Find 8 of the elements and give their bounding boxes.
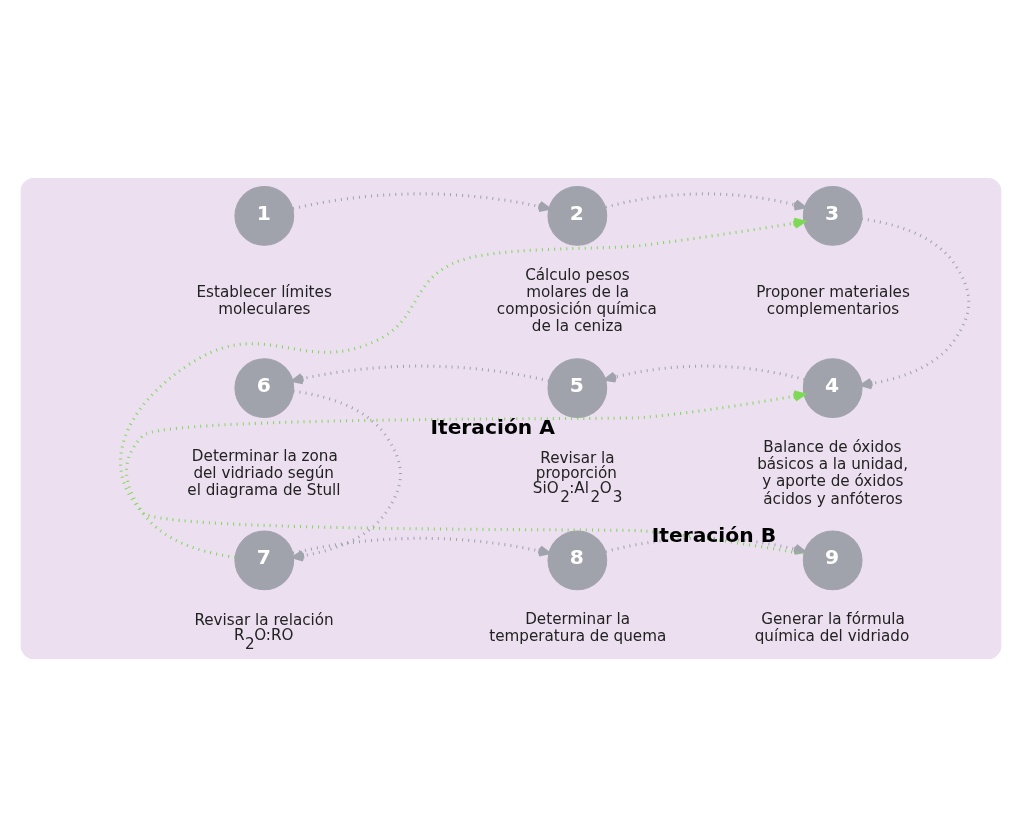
edge-label: Iteración B [651, 522, 776, 547]
node-label: Determinar la zona del vidriado según el diagrama de Stull [186, 446, 340, 499]
node-label: Balance de óxidos básicos a la unidad, y aporte de óxidos ácidos y anfóteros [756, 437, 908, 508]
node-label: Determinar la temperatura de quema [488, 609, 666, 645]
node-label: Establecer límites moleculares [195, 282, 332, 318]
node-label: Cálculo pesos molares de la composición química de la ceniza [496, 265, 657, 335]
node-label: Proponer materiales complementarios [755, 282, 910, 318]
node-label: Generar la fórmula química del vidriado [754, 609, 909, 645]
